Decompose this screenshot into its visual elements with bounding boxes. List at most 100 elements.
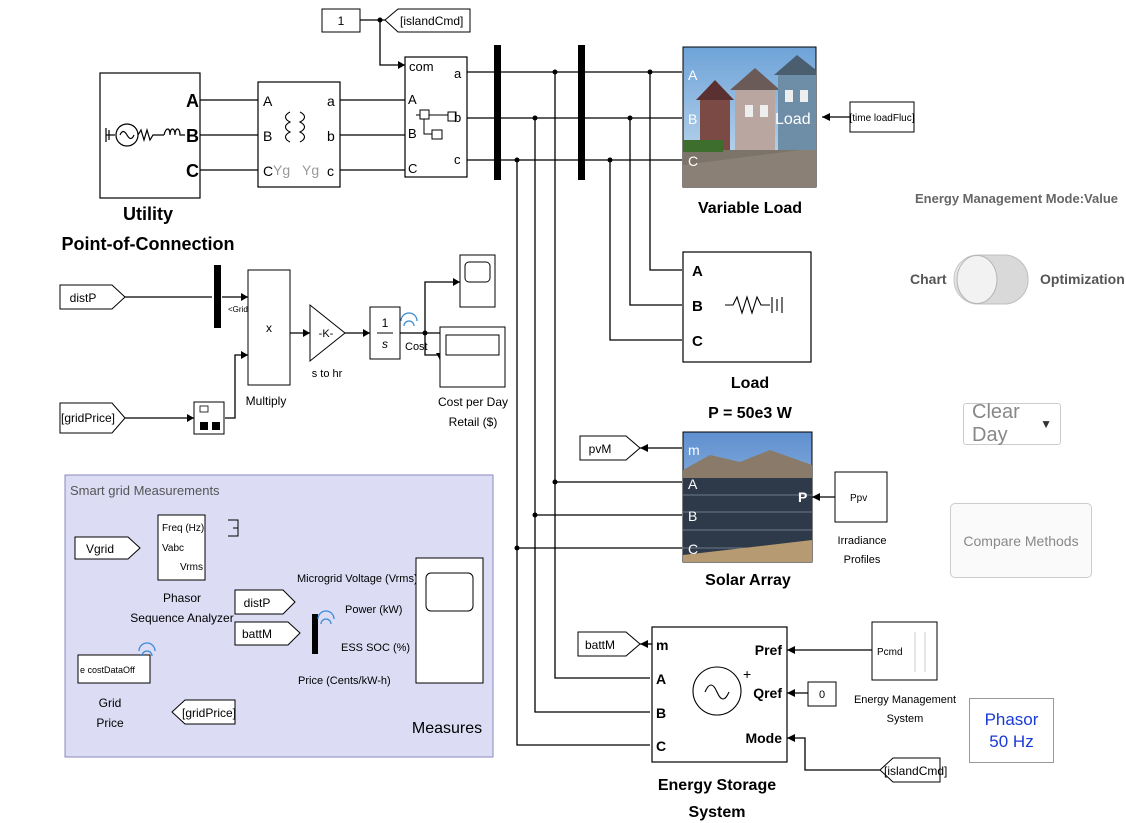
- transformer-in-c: C: [263, 163, 273, 179]
- cost-data-block[interactable]: e costDataOff: [77, 654, 151, 684]
- load-block[interactable]: A B C: [682, 251, 812, 363]
- solar-port-p: P: [798, 489, 807, 505]
- vgrid-from[interactable]: Vgrid: [74, 536, 141, 560]
- ems-label-line1: Energy Management: [854, 694, 956, 706]
- utility-port-a: A: [186, 91, 199, 111]
- gain-block[interactable]: -K-: [309, 303, 346, 363]
- variable-load-label: Variable Load: [698, 200, 802, 217]
- data-type-convert-block[interactable]: [193, 401, 225, 435]
- scope-cost[interactable]: [459, 254, 496, 308]
- compare-methods-button[interactable]: Compare Methods: [950, 503, 1092, 578]
- irradiance-label-line1: Irradiance: [838, 535, 887, 547]
- pvm-goto[interactable]: pvM: [579, 435, 641, 461]
- load-power-label: P = 50e3 W: [708, 405, 793, 422]
- breaker-switch-icon: [416, 109, 457, 140]
- cost-signal-label: Cost: [405, 341, 428, 353]
- measures-label: Measures: [412, 720, 482, 737]
- battm-measure-label: battM: [242, 627, 272, 641]
- terminator-block[interactable]: [228, 519, 239, 537]
- transformer-yg1: Yg: [273, 162, 290, 178]
- solar-panels-image: [683, 450, 812, 562]
- breaker-out-c: c: [454, 152, 461, 167]
- display-cost-per-day[interactable]: [439, 326, 506, 388]
- utility-label-line2: Point-of-Connection: [62, 234, 235, 254]
- battm-goto-right[interactable]: battM: [577, 631, 641, 657]
- storage-port-m: m: [656, 637, 668, 653]
- transformer-out-a: a: [327, 93, 335, 109]
- storage-port-a: A: [656, 671, 666, 687]
- storage-port-pref: Pref: [755, 642, 783, 658]
- multiply-label: Multiply: [246, 394, 287, 408]
- energy-storage-block[interactable]: m A B C Pref Qref Mode +: [651, 626, 788, 763]
- analyzer-freq-port: Freq (Hz): [162, 523, 204, 534]
- distp-from-measure[interactable]: distP: [234, 589, 296, 615]
- constant-zero-block[interactable]: 0: [807, 681, 837, 707]
- gridprice-from-label: [gridPrice]: [61, 411, 115, 425]
- multiply-block[interactable]: x: [247, 269, 291, 386]
- storage-plus: +: [743, 666, 751, 682]
- distp-from-cost[interactable]: distP: [59, 284, 126, 310]
- energy-mode-title: Energy Management Mode:Value: [915, 191, 1118, 206]
- houses-image: [683, 55, 816, 187]
- pvm-goto-label: pvM: [589, 442, 612, 456]
- transformer-coil-icon: [284, 111, 306, 143]
- energy-mode-toggle[interactable]: [952, 252, 1030, 307]
- phasor-line1: Phasor: [984, 709, 1039, 729]
- storage-port-c: C: [656, 738, 666, 754]
- toggle-chart-label: Chart: [910, 271, 947, 287]
- solar-array-block[interactable]: m A B C P: [682, 431, 813, 563]
- bus-selector-label: <Grid>: [228, 305, 253, 314]
- constant-one-block[interactable]: 1: [321, 8, 361, 33]
- load-label: Load: [731, 375, 769, 392]
- time-load-fluc-label: [time loadFluc]: [849, 113, 914, 124]
- mux-block[interactable]: [312, 614, 318, 654]
- integrator-block[interactable]: 1 s: [369, 306, 401, 360]
- integrator-numerator: 1: [382, 316, 389, 330]
- load-port-a: A: [692, 263, 703, 280]
- island-cmd-from[interactable]: [islandCmd]: [879, 757, 947, 783]
- grid-price-label-line1: Grid: [99, 696, 122, 710]
- irradiance-profiles-block[interactable]: Ppv: [834, 471, 888, 523]
- variable-load-port-c: C: [688, 153, 698, 169]
- variable-load-port-a: A: [688, 67, 698, 83]
- dropdown-value: Clear Day: [972, 401, 1020, 446]
- bus-bar-2[interactable]: [578, 45, 585, 180]
- cost-display-label-line1: Cost per Day: [438, 395, 508, 409]
- signal-voltage-label: Microgrid Voltage (Vrms): [297, 573, 418, 585]
- resistor-icon: [725, 295, 783, 315]
- irradiance-dropdown[interactable]: Clear Day ▼: [963, 401, 1061, 446]
- constant-one-value: 1: [338, 14, 345, 28]
- phasor-line2: 50 Hz: [989, 731, 1034, 751]
- transformer-out-c: c: [327, 163, 334, 179]
- storage-port-qref: Qref: [753, 685, 782, 701]
- ems-chart-icon: [914, 632, 926, 672]
- utility-source-block[interactable]: A B C: [99, 72, 201, 199]
- powergui-phasor-block[interactable]: Phasor 50 Hz: [969, 698, 1054, 763]
- time-load-fluc-from[interactable]: [time loadFluc]: [849, 101, 915, 133]
- variable-load-input-label: Load: [775, 111, 811, 128]
- breaker-in-c: C: [408, 161, 417, 176]
- island-cmd-goto[interactable]: [islandCmd]: [384, 8, 471, 33]
- variable-load-block[interactable]: A B C Load: [682, 46, 817, 188]
- ems-block[interactable]: Pcmd: [871, 621, 938, 681]
- gridprice-from-cost[interactable]: [gridPrice]: [59, 402, 126, 434]
- gridprice-goto[interactable]: [gridPrice]: [171, 699, 236, 725]
- toggle-optimization-label: Optimization: [1040, 271, 1125, 287]
- transformer-yg2: Yg: [302, 162, 319, 178]
- breaker-block[interactable]: com A B C a b c: [404, 56, 468, 178]
- gain-value: -K-: [319, 328, 334, 340]
- bus-selector[interactable]: <Grid>: [214, 265, 253, 328]
- bus-bar-1[interactable]: [494, 45, 501, 180]
- storage-label-line2: System: [689, 804, 746, 821]
- measures-scope[interactable]: [415, 557, 484, 684]
- multiply-symbol: x: [266, 321, 272, 335]
- transformer-in-b: B: [263, 128, 272, 144]
- island-cmd-from-label: [islandCmd]: [884, 764, 947, 778]
- cost-display-label-line2: Retail ($): [449, 415, 498, 429]
- analyzer-vabc-port: Vabc: [162, 543, 184, 554]
- transformer-block[interactable]: A B C a b c Yg Yg: [257, 81, 341, 188]
- utility-label-line1: Utility: [123, 204, 173, 224]
- phasor-sequence-analyzer[interactable]: Freq (Hz) Vabc Vrms: [157, 514, 206, 581]
- battm-from-measure[interactable]: battM: [234, 621, 301, 646]
